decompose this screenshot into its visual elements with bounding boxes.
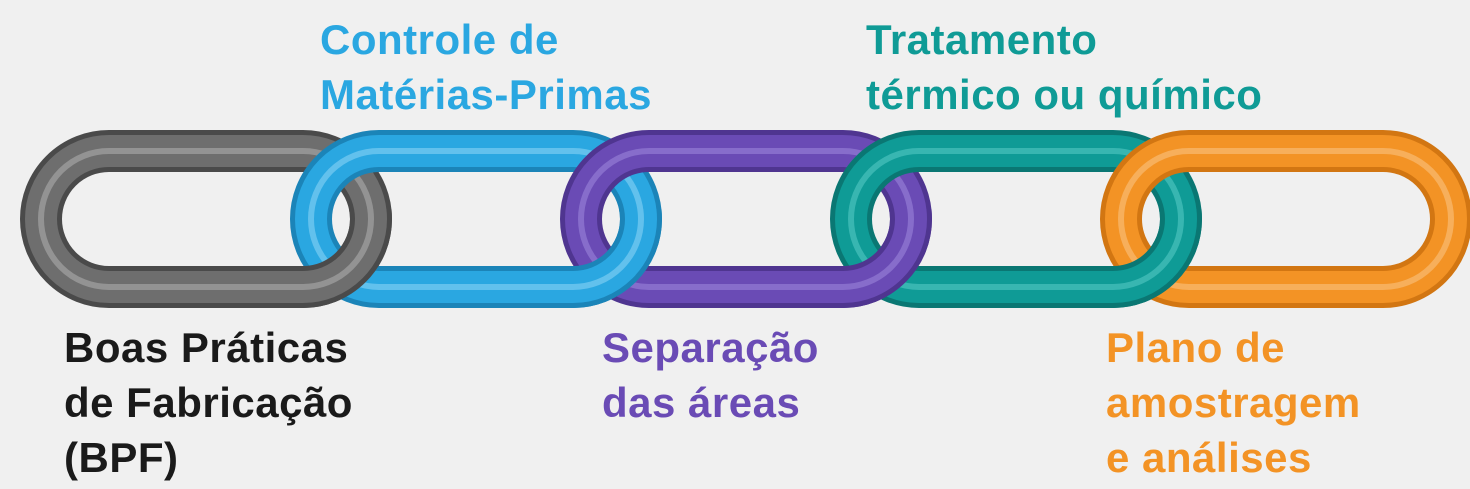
- label-line: Controle de: [320, 16, 559, 63]
- label-line: Plano de: [1106, 324, 1286, 371]
- chain-link-orange: [1100, 130, 1470, 308]
- chain-link-purple: [831, 209, 932, 308]
- label-line: de Fabricação: [64, 379, 353, 426]
- label-plano-amostragem: Plano de amostragem e análises: [1106, 320, 1361, 485]
- chain-link-blue: [561, 209, 662, 308]
- label-separacao-areas: Separação das áreas: [602, 320, 819, 430]
- label-line: (BPF): [64, 434, 179, 481]
- chain-link-teal: [1101, 209, 1202, 308]
- chain-link-gray: [291, 209, 392, 308]
- label-tratamento-termico: Tratamento térmico ou químico: [866, 12, 1262, 122]
- label-line: Separação: [602, 324, 819, 371]
- label-line: e análises: [1106, 434, 1312, 481]
- chain-links: [20, 130, 1470, 308]
- label-line: amostragem: [1106, 379, 1361, 426]
- label-controle-materias-primas: Controle de Matérias-Primas: [320, 12, 652, 122]
- label-line: Boas Práticas: [64, 324, 349, 371]
- chain-link-overlaps: [291, 209, 1202, 308]
- label-line: das áreas: [602, 379, 801, 426]
- label-line: térmico ou químico: [866, 71, 1263, 118]
- label-line: Matérias-Primas: [320, 71, 652, 118]
- label-line: Tratamento: [866, 16, 1098, 63]
- label-boas-praticas-fabricacao: Boas Práticas de Fabricação (BPF): [64, 320, 353, 485]
